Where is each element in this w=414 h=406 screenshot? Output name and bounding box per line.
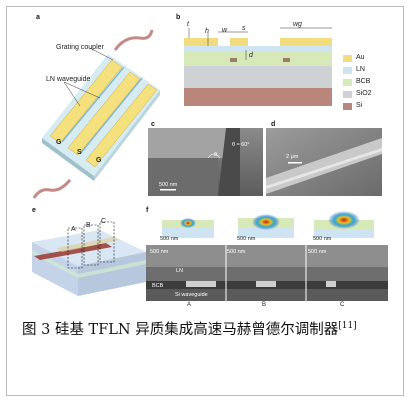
legend-label-ln: LN [356, 66, 365, 73]
dim-wg: wg [293, 21, 302, 28]
dim-h: h [205, 28, 209, 35]
legend-item-si: Si [343, 101, 395, 113]
electrode-ground-right: G [96, 157, 102, 164]
legend-label-sio2: SiO2 [356, 90, 372, 97]
panel-c-scale-bar: 500 nm [159, 182, 178, 188]
panel-a-modulator-chip [32, 29, 160, 199]
dim-w: w [222, 27, 228, 34]
sem-ln-label: LN [176, 268, 184, 274]
figure-caption: 图 3 硅基 TFLN 异质集成高速马赫曾德尔调制器[11] [22, 318, 392, 342]
panel-e-section-b: B [86, 222, 91, 229]
panel-d-label: d [271, 121, 276, 128]
legend-swatch-ln [343, 67, 352, 74]
sem-bcb-label: BCB [152, 283, 164, 289]
legend-swatch-si [343, 103, 352, 110]
legend-swatch-bcb [343, 79, 352, 86]
mode-b-scale: 500 nm [237, 236, 256, 242]
panel-c-sem-image [148, 128, 263, 196]
panel-b-legend: Au LN BCB SiO2 Si [343, 53, 395, 113]
electrode-signal: S [77, 149, 82, 156]
panel-e-label: e [32, 207, 36, 214]
legend-item-ln: LN [343, 65, 395, 77]
legend-item-bcb: BCB [343, 77, 395, 89]
panel-c-angle-value: θ ≈ 60° [232, 142, 250, 148]
mode-c-scale: 500 nm [313, 236, 332, 242]
legend-label-au: Au [356, 54, 365, 61]
grating-coupler-label: Grating coupler [56, 44, 104, 51]
legend-swatch-sio2 [343, 91, 352, 98]
caption-text: 图 3 硅基 TFLN 异质集成高速马赫曾德尔调制器 [22, 322, 339, 338]
legend-item-sio2: SiO2 [343, 89, 395, 101]
dim-d: d [249, 52, 253, 59]
panel-f-mode-profiles [162, 211, 374, 238]
sem-c-scale: 500 nm [308, 249, 327, 255]
panel-e-section-a: A [71, 226, 76, 233]
panel-b-cross-section [184, 27, 332, 106]
sem-b-scale: 500 nm [227, 249, 246, 255]
panel-f-section-c: C [340, 302, 345, 308]
panel-f-section-b: B [262, 302, 267, 308]
ln-waveguide-label: LN waveguide [46, 76, 91, 83]
panel-c-label: c [151, 121, 155, 128]
panel-e-section-c: C [101, 218, 107, 225]
panel-b-label: b [176, 14, 181, 21]
panel-f-label: f [146, 207, 149, 214]
mode-a-scale: 500 nm [160, 236, 179, 242]
panel-f-section-a: A [187, 302, 192, 308]
panel-e-transition-3d [32, 221, 146, 296]
legend-item-au: Au [343, 53, 395, 65]
legend-label-si: Si [356, 102, 363, 109]
sem-si-waveguide-label: Si waveguide [175, 292, 208, 298]
caption-reference: [11] [338, 321, 357, 331]
electrode-ground-left: G [56, 139, 62, 146]
legend-swatch-au [343, 55, 352, 62]
panel-a-label: a [36, 14, 40, 21]
panel-c-angle-symbol: θ [214, 152, 218, 158]
panel-d-sem-image [266, 128, 382, 196]
sem-a-scale: 500 nm [150, 249, 169, 255]
panel-f-sem-strip [146, 245, 388, 301]
panel-d-scale-bar: 2 μm [286, 154, 299, 160]
dim-s: s [242, 25, 246, 32]
dim-t: t [187, 21, 189, 28]
legend-label-bcb: BCB [356, 78, 371, 85]
